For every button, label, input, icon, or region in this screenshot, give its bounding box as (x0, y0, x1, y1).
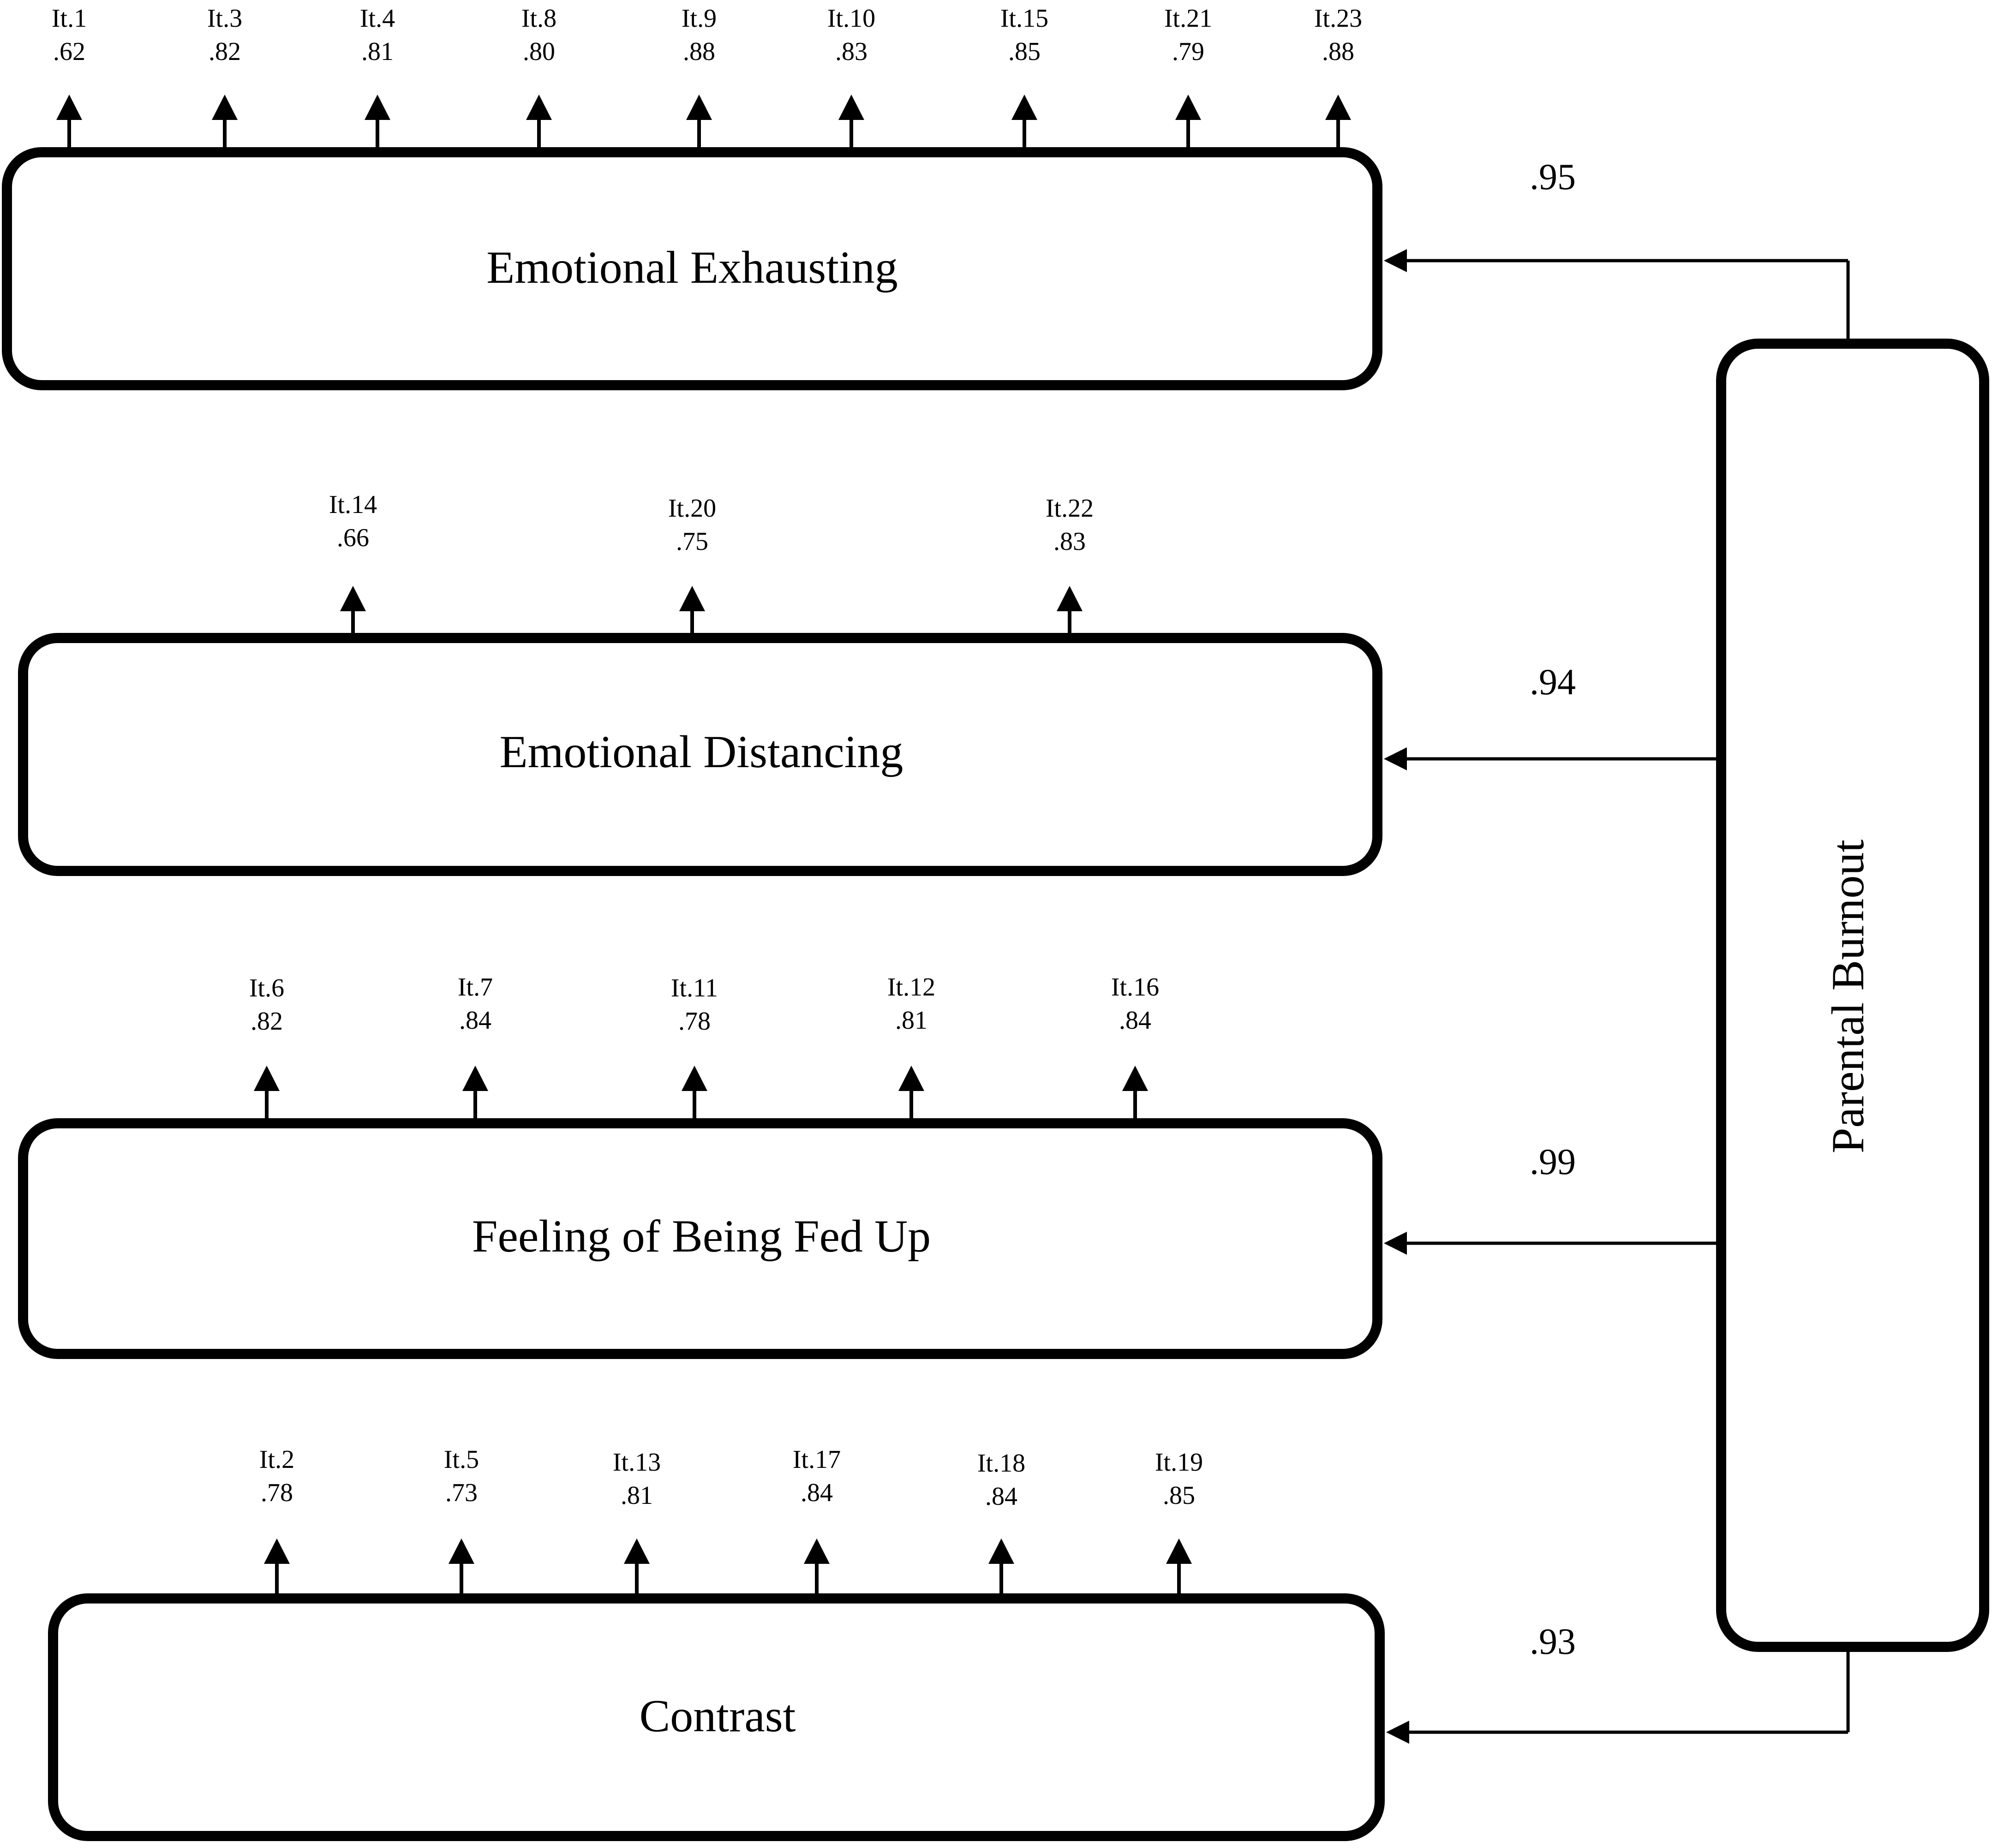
item-arrowhead (462, 1066, 488, 1091)
item-loading: .84 (459, 1006, 491, 1035)
item-name: It.6 (249, 974, 284, 1002)
parental-burnout-label: Parental Burnout (1822, 840, 1873, 1154)
item-loading: .84 (985, 1482, 1017, 1511)
item-loading: .88 (683, 37, 715, 66)
item-arrowhead (898, 1066, 924, 1091)
item-arrowhead (988, 1538, 1014, 1564)
item-arrowhead (1166, 1538, 1192, 1564)
item-loading: .88 (1322, 37, 1354, 66)
item-arrowhead (1175, 95, 1201, 120)
item-name: It.3 (207, 4, 242, 33)
item-name: It.21 (1164, 4, 1212, 33)
item-name: It.11 (671, 974, 718, 1002)
path-arrowhead (1384, 249, 1407, 272)
item-loading: .85 (1163, 1481, 1195, 1510)
item-loading: .85 (1008, 37, 1041, 66)
item-arrowhead (56, 95, 82, 120)
item-loading: .75 (676, 527, 708, 556)
item-name: It.9 (682, 4, 717, 33)
item-arrowhead (1325, 95, 1351, 120)
item-name: It.16 (1111, 973, 1159, 1001)
factor-label: Emotional Distancing (500, 726, 903, 777)
item-loading: .78 (261, 1478, 293, 1507)
item-name: It.5 (444, 1445, 479, 1474)
item-loading: .81 (895, 1006, 927, 1035)
item-loading: .73 (445, 1478, 478, 1507)
item-loading: .80 (523, 37, 555, 66)
item-loading: .84 (801, 1478, 833, 1507)
item-arrowhead (526, 95, 552, 120)
item-name: It.4 (360, 4, 395, 33)
item-arrowhead (264, 1538, 290, 1564)
item-name: It.15 (1000, 4, 1048, 33)
path-arrowhead (1386, 1721, 1409, 1744)
item-loading: .84 (1119, 1006, 1151, 1035)
item-name: It.23 (1314, 4, 1362, 33)
item-name: It.8 (521, 4, 556, 33)
item-name: It.13 (613, 1448, 661, 1477)
path-coefficient: .93 (1530, 1621, 1576, 1662)
path-arrowhead (1384, 747, 1407, 770)
factor-box (18, 633, 1382, 876)
item-arrowhead (365, 95, 390, 120)
item-loading: .83 (835, 37, 867, 66)
item-name: It.2 (259, 1445, 294, 1474)
item-loading: .83 (1053, 527, 1086, 556)
item-name: It.18 (977, 1449, 1025, 1478)
item-arrowhead (1011, 95, 1037, 120)
item-name: It.20 (668, 494, 716, 523)
path-coefficient: .99 (1530, 1142, 1576, 1182)
parental-burnout-box (1716, 339, 1989, 1652)
factor-box (48, 1593, 1385, 1841)
item-name: It.19 (1155, 1448, 1203, 1477)
item-loading: .78 (678, 1007, 711, 1036)
path-arrowhead (1384, 1232, 1407, 1255)
item-loading: .81 (621, 1481, 653, 1510)
item-arrowhead (1057, 586, 1083, 611)
factor-layer: Emotional Exhausting.95It.1.62It.3.82It.… (2, 4, 1850, 1841)
item-name: It.7 (458, 973, 493, 1001)
item-arrowhead (212, 95, 238, 120)
item-arrowhead (679, 586, 705, 611)
factor-label: Emotional Exhausting (486, 242, 898, 293)
path-coefficient: .94 (1530, 662, 1576, 703)
item-arrowhead (254, 1066, 280, 1091)
factor-label: Contrast (640, 1690, 796, 1741)
item-arrowhead (340, 586, 366, 611)
factor-group: Feeling of Being Fed Up .99 It.6 .82 It.7 .84… (18, 973, 1721, 1359)
factor-group: Contrast .93 It.2 .78 It.5 .73 It.13 .81 It.17 .8… (48, 1445, 1848, 1841)
item-loading: .82 (209, 37, 241, 66)
item-loading: .66 (337, 524, 369, 552)
item-name: It.10 (827, 4, 875, 33)
factor-group: Emotional Exhausting .95 It.1 .62 It.3 .82 It.… (2, 4, 1848, 390)
item-loading: .82 (251, 1007, 283, 1036)
item-arrowhead (624, 1538, 650, 1564)
item-name: It.14 (329, 490, 377, 519)
item-name: It.12 (887, 973, 935, 1001)
factor-label: Feeling of Being Fed Up (472, 1210, 931, 1262)
item-name: It.22 (1046, 494, 1094, 523)
path-coefficient: .95 (1530, 157, 1576, 197)
factor-box (18, 1118, 1382, 1359)
item-arrowhead (686, 95, 712, 120)
factor-box (2, 147, 1382, 390)
item-name: It.17 (793, 1445, 841, 1474)
factor-group: Emotional Distancing .94 It.14 .66 It.20 .75 I… (18, 490, 1721, 876)
item-arrowhead (682, 1066, 707, 1091)
item-loading: .62 (53, 37, 85, 66)
item-arrowhead (804, 1538, 830, 1564)
item-arrowhead (838, 95, 864, 120)
item-arrowhead (449, 1538, 474, 1564)
item-name: It.1 (52, 4, 87, 33)
item-loading: .79 (1172, 37, 1204, 66)
item-loading: .81 (361, 37, 394, 66)
item-arrowhead (1122, 1066, 1148, 1091)
